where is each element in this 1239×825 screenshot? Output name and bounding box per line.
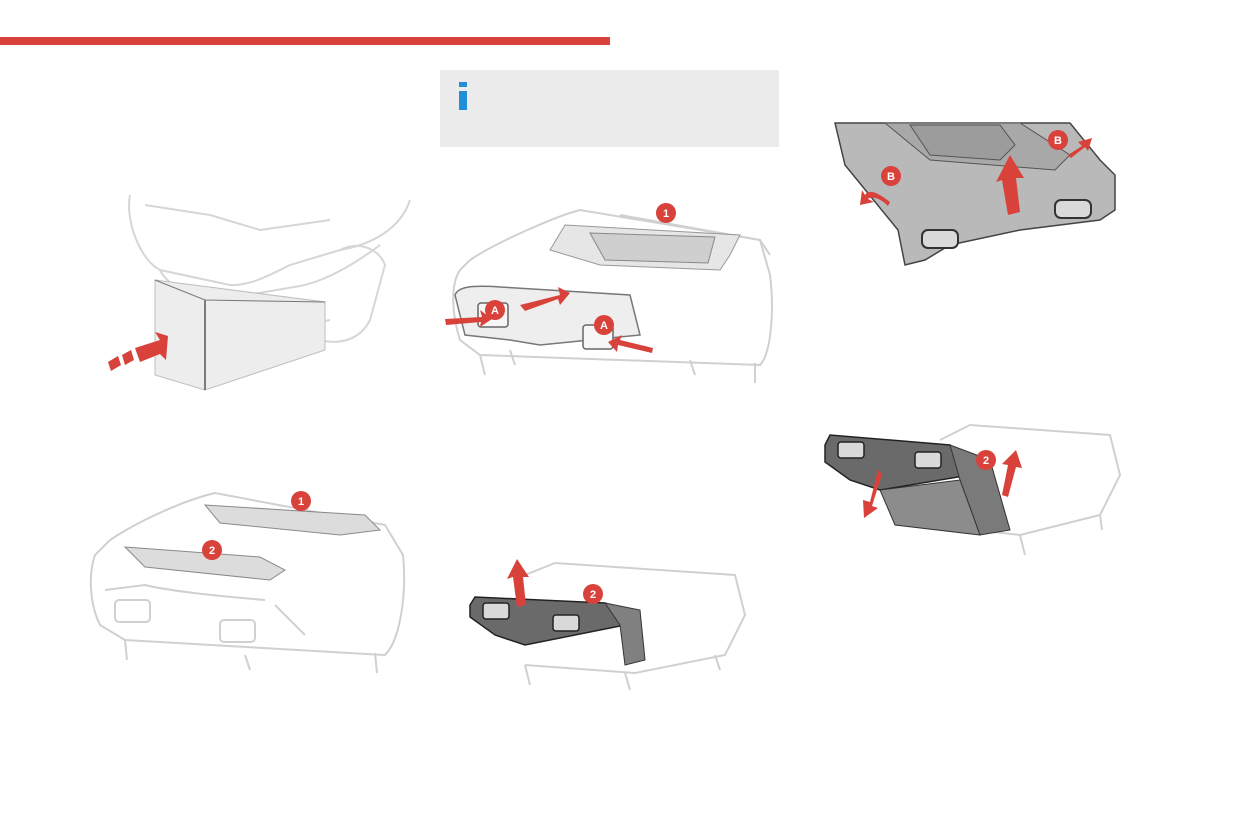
label-badge-2: 2 [583, 584, 603, 604]
label-badge-2: 2 [202, 540, 222, 560]
tray-remove-illustration: 2 [824, 423, 1122, 556]
svg-text:B: B [887, 171, 895, 183]
tray-lift-out-illustration: 2 [469, 559, 747, 691]
section-header-bar [0, 37, 610, 45]
svg-text:2: 2 [209, 545, 215, 557]
label-badge-1: 1 [291, 491, 311, 511]
svg-text:2: 2 [983, 455, 989, 467]
label-badge-A: A [485, 300, 505, 320]
info-icon [457, 82, 469, 110]
seat-base-release-illustration: 1 A A [445, 203, 773, 383]
svg-text:B: B [1054, 135, 1062, 147]
svg-text:1: 1 [298, 496, 304, 508]
storage-tray-lift-illustration: B B [834, 122, 1116, 266]
label-badge-1: 1 [656, 203, 676, 223]
press-arrow-left-icon [445, 310, 492, 327]
svg-text:2: 2 [590, 589, 596, 601]
seat-side-view-illustration [108, 194, 411, 391]
svg-text:A: A [600, 320, 608, 332]
label-badge-B: B [1048, 130, 1068, 150]
label-badge-B: B [881, 166, 901, 186]
pull-down-arrow-icon [863, 470, 882, 518]
lift-arrow-icon [1002, 450, 1022, 497]
push-arrow-icon [108, 332, 168, 371]
lift-arrow-icon [507, 559, 529, 607]
press-arrow-right-icon [608, 335, 653, 353]
svg-text:1: 1 [663, 208, 669, 220]
label-badge-A: A [594, 315, 614, 335]
info-note-box [440, 70, 779, 147]
seat-base-straps-illustration: 1 2 [89, 491, 406, 674]
lift-arrow-icon [996, 155, 1024, 215]
label-badge-2: 2 [976, 450, 996, 470]
svg-text:A: A [491, 305, 499, 317]
